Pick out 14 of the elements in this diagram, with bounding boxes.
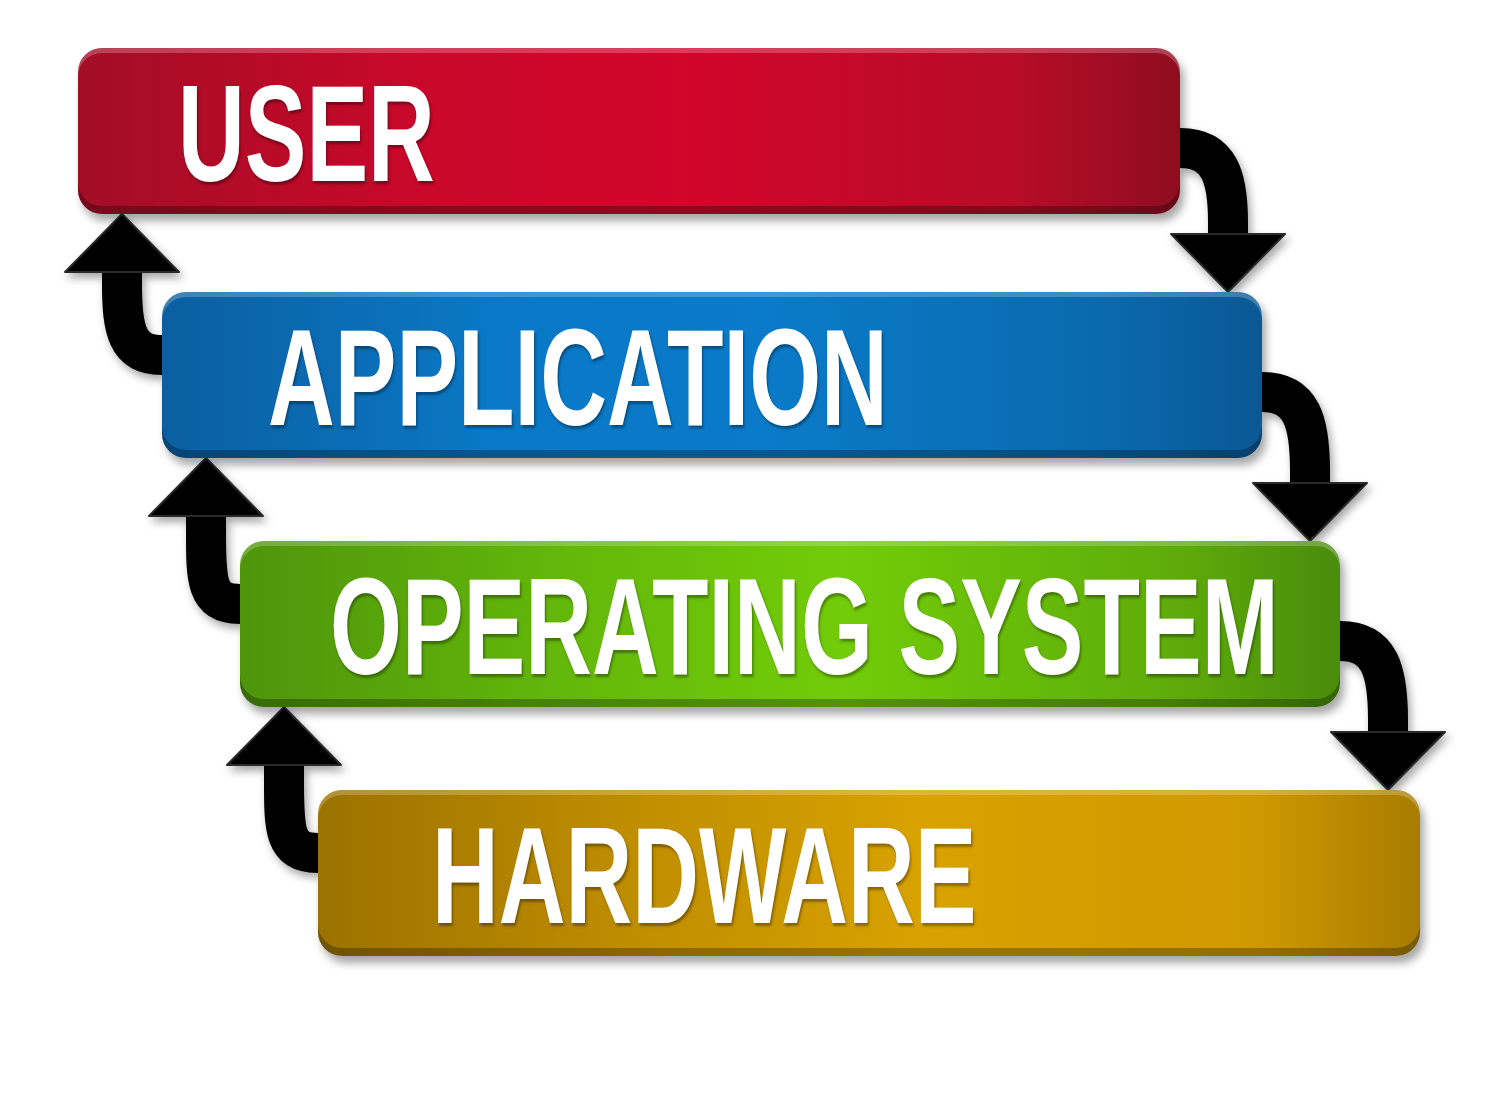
layer-label: HARDWARE bbox=[432, 806, 977, 944]
curved-arrow bbox=[1252, 372, 1368, 542]
layer-bar bbox=[318, 790, 1420, 956]
layer-bar bbox=[78, 48, 1180, 214]
layer-bar bbox=[240, 541, 1340, 707]
curved-arrow bbox=[1330, 621, 1446, 791]
curved-arrow bbox=[64, 213, 180, 375]
curved-arrow bbox=[1170, 128, 1286, 293]
layer-bar bbox=[162, 292, 1262, 458]
layer-label: OPERATING SYSTEM bbox=[330, 557, 1279, 695]
curved-arrow bbox=[148, 457, 264, 624]
layer-label: APPLICATION bbox=[268, 308, 888, 446]
curved-arrow bbox=[226, 706, 342, 873]
layer-label: USER bbox=[178, 64, 435, 202]
